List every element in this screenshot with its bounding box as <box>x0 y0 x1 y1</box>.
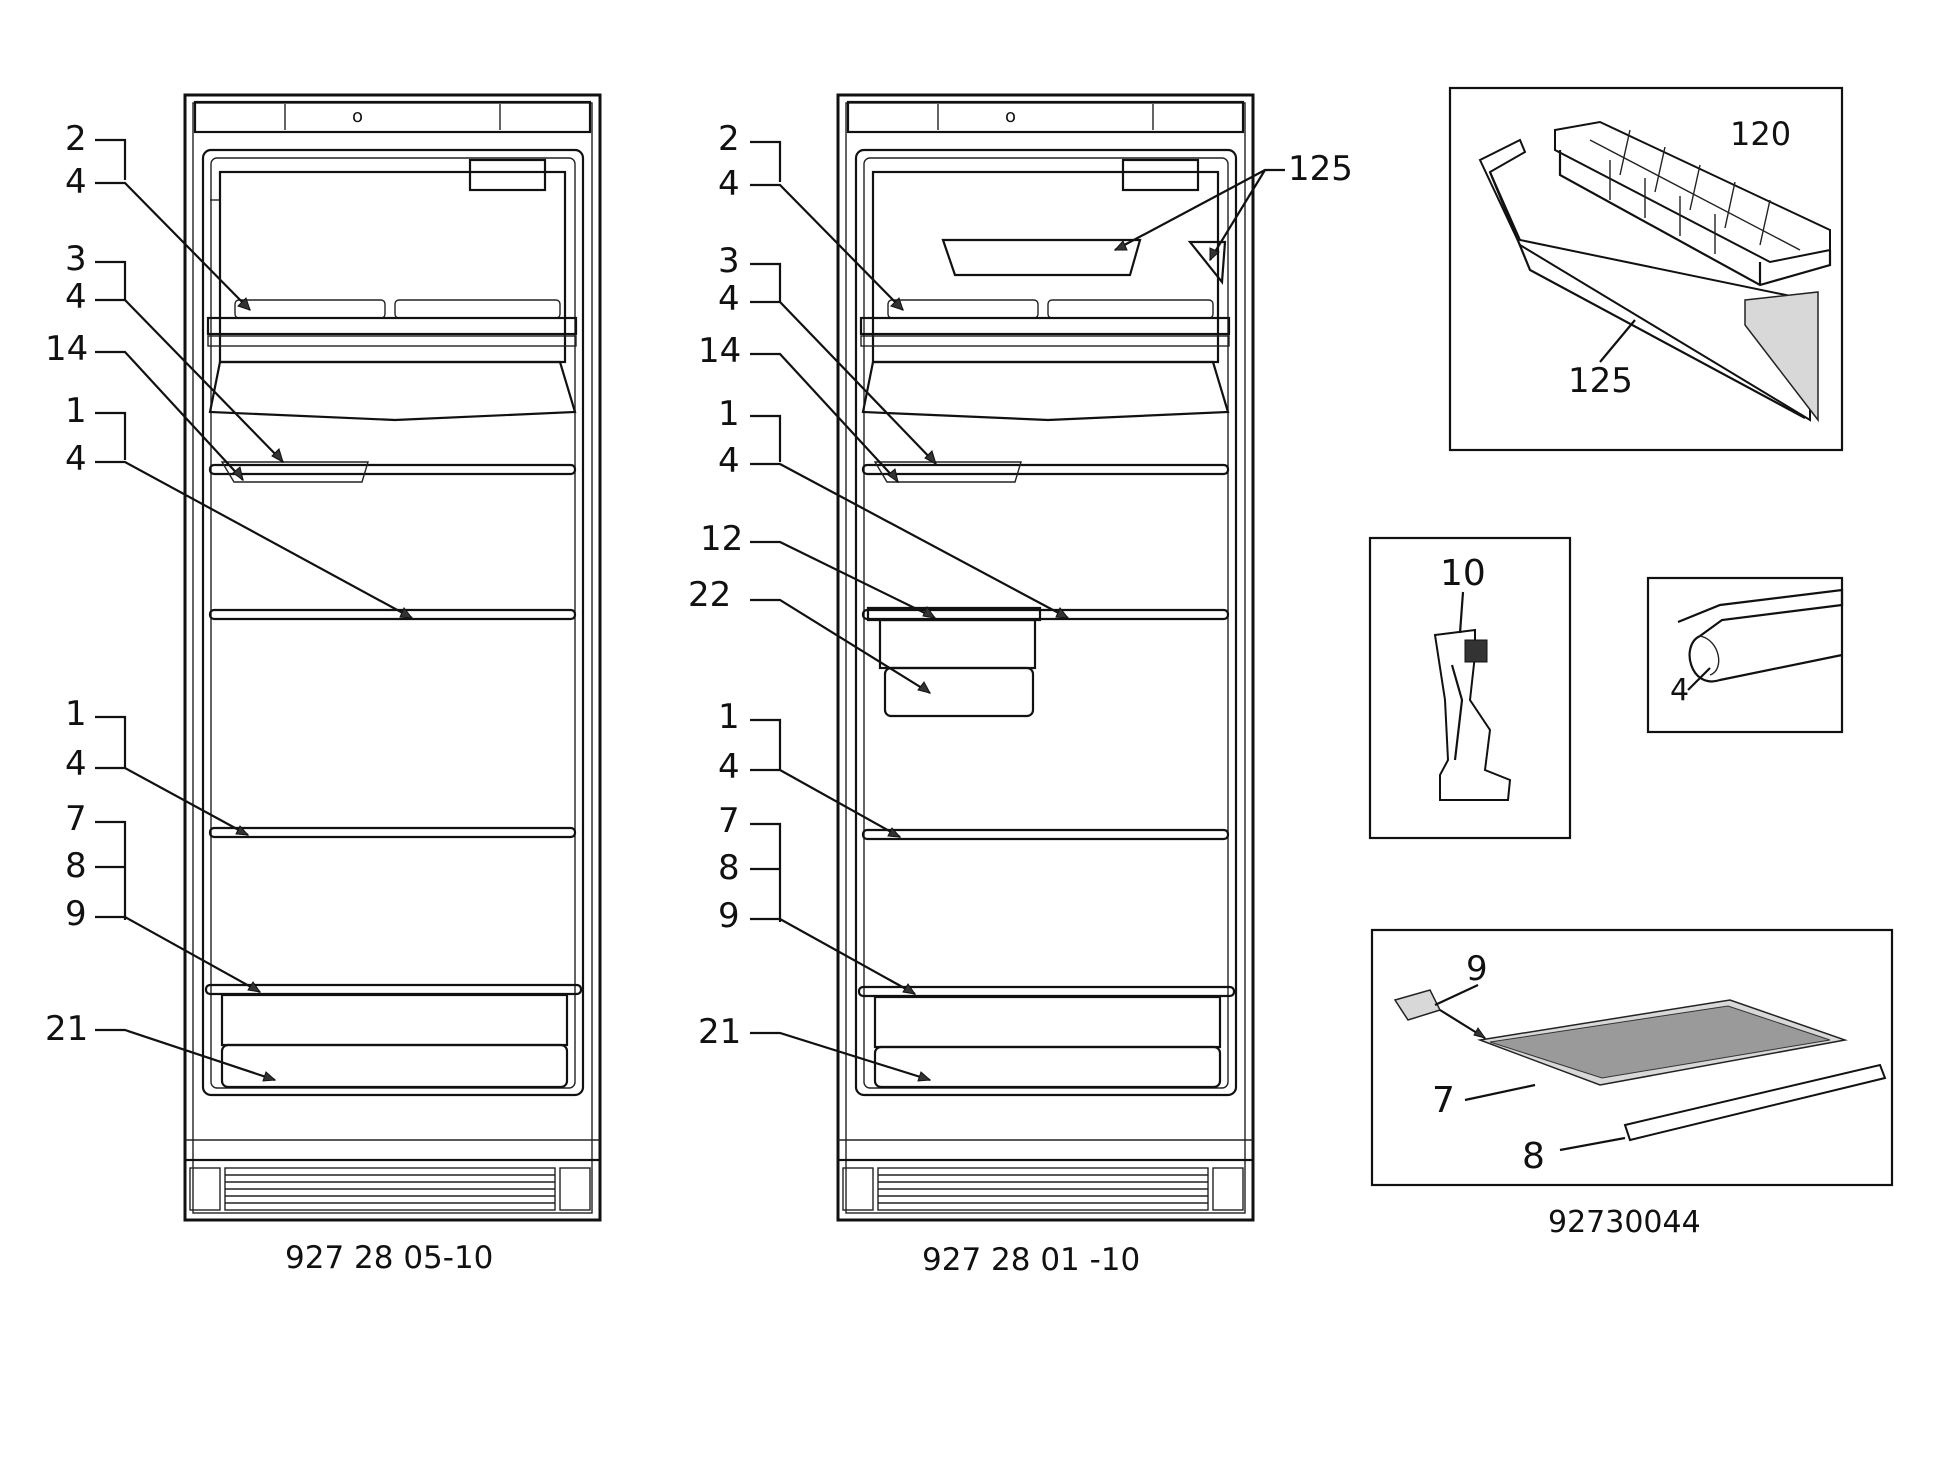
mid-label-4a: 4 <box>718 164 740 204</box>
left-label-4c: 4 <box>65 439 87 479</box>
left-label-3: 3 <box>65 239 87 279</box>
left-label-1b: 1 <box>65 694 87 734</box>
left-label-7: 7 <box>65 799 87 839</box>
mid-label-125: 125 <box>1288 149 1353 189</box>
mid-label-4c: 4 <box>718 441 740 481</box>
left-model-code: 927 28 05-10 <box>285 1240 493 1276</box>
left-label-21: 21 <box>45 1009 88 1049</box>
mid-label-1b: 1 <box>718 697 740 737</box>
left-label-4a: 4 <box>65 162 87 202</box>
middle-model-code: 927 28 01 -10 <box>922 1242 1140 1278</box>
mid-label-2: 2 <box>718 119 740 159</box>
detail-ice-tray: 120 125 <box>1448 86 1844 452</box>
mid-label-7: 7 <box>718 801 740 841</box>
ice-label-120: 120 <box>1730 115 1791 153</box>
svg-text:o: o <box>1005 106 1016 127</box>
mid-label-14: 14 <box>698 331 741 371</box>
shelf-label-7: 7 <box>1432 1080 1455 1121</box>
strip-label-4: 4 <box>1670 673 1689 708</box>
detail-strip: 4 <box>1646 576 1844 734</box>
left-label-1a: 1 <box>65 391 87 431</box>
mid-label-9: 9 <box>718 896 740 936</box>
mid-label-4d: 4 <box>718 747 740 787</box>
left-label-8: 8 <box>65 846 87 886</box>
left-label-9: 9 <box>65 894 87 934</box>
clip-label-10: 10 <box>1440 553 1486 594</box>
mid-label-12: 12 <box>700 519 743 559</box>
shelf-label-9: 9 <box>1466 949 1488 989</box>
left-label-14: 14 <box>45 329 88 369</box>
mid-label-4b: 4 <box>718 279 740 319</box>
mid-label-22: 22 <box>688 575 731 615</box>
fridge-middle: o <box>836 93 1255 1222</box>
left-label-4d: 4 <box>65 744 87 784</box>
left-label-2: 2 <box>65 119 87 159</box>
mid-label-3: 3 <box>718 241 740 281</box>
left-callouts: 2 4 3 4 14 1 4 1 4 7 8 9 21 927 28 05-10 <box>45 119 493 1276</box>
fridge-left: o <box>183 93 602 1222</box>
middle-callouts: 2 4 3 4 14 1 4 12 22 1 4 7 8 9 21 125 <box>688 119 1353 1278</box>
left-label-4b: 4 <box>65 277 87 317</box>
shelf-label-8: 8 <box>1522 1136 1545 1177</box>
sheet-code: 92730044 <box>1548 1205 1701 1240</box>
svg-text:o: o <box>352 106 363 127</box>
ice-label-125: 125 <box>1568 361 1633 401</box>
detail-shelf: 9 7 8 <box>1370 928 1894 1187</box>
mid-label-8: 8 <box>718 848 740 888</box>
mid-label-21: 21 <box>698 1012 741 1052</box>
detail-clip: 10 <box>1368 536 1572 840</box>
mid-label-1a: 1 <box>718 394 740 434</box>
